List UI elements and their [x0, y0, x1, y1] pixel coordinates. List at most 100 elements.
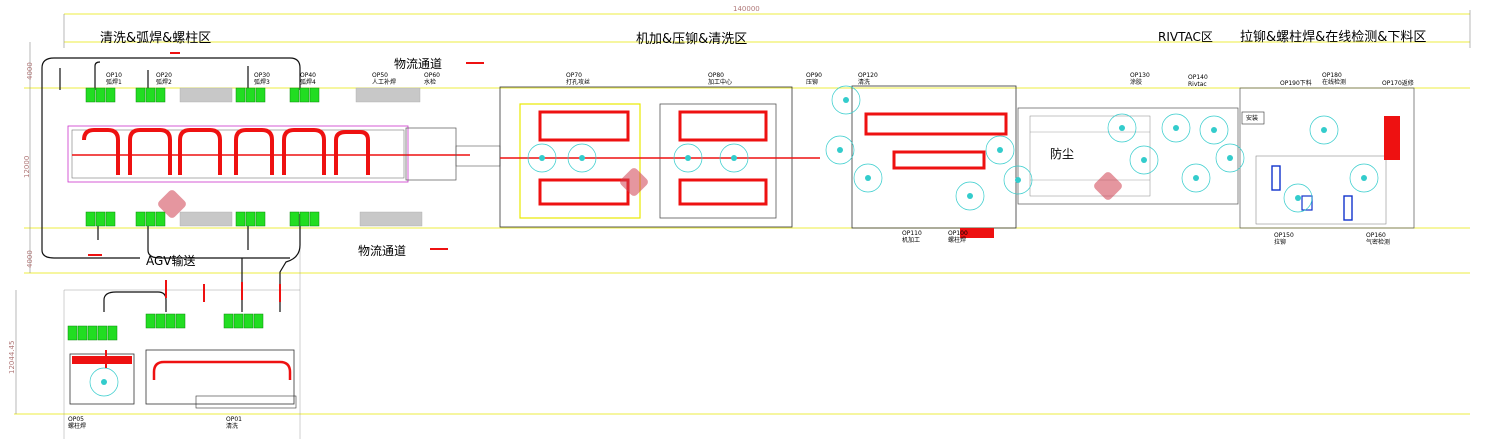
watermark-group: [158, 168, 1122, 218]
robot-base: [1361, 175, 1367, 181]
dim-seg-a: 4000: [26, 62, 34, 80]
final-area: [1239, 87, 1415, 229]
pallet-block: [253, 313, 264, 329]
pallet-block: [107, 325, 118, 341]
robot-reach-circle: [527, 143, 557, 173]
pallet-block: [245, 87, 256, 103]
robot-reach-circle: [1161, 113, 1191, 143]
pallet-group: [67, 87, 320, 341]
dust-label: 防尘: [1050, 147, 1075, 161]
robot-reach-circle: [89, 367, 119, 397]
robot-base: [539, 155, 545, 161]
pallet-block: [299, 211, 310, 227]
robot-reach-circle: [831, 85, 861, 115]
robot-base: [843, 97, 849, 103]
pallet-block: [223, 313, 234, 329]
robot-reach-circle: [1199, 115, 1229, 145]
buffer-block: [179, 87, 233, 103]
robot-base: [837, 147, 843, 153]
robot-reach-circle: [719, 143, 749, 173]
bottom-stations: [69, 349, 297, 409]
robot-base: [865, 175, 871, 181]
dim-left-height: 12000: [23, 155, 31, 178]
pallet-block: [155, 87, 166, 103]
pallet-block: [155, 313, 166, 329]
pallet-block: [299, 87, 310, 103]
robot-reach-circle: [955, 181, 985, 211]
pallet-block: [87, 325, 98, 341]
pallet-block: [289, 211, 300, 227]
watermark-logo: [1094, 172, 1122, 200]
dim-total-length: 140000: [733, 5, 760, 13]
flow-arrow: [466, 62, 484, 64]
pallet-block: [255, 87, 266, 103]
robot-base: [685, 155, 691, 161]
watermark-logo: [620, 168, 648, 196]
robot-base: [1227, 155, 1233, 161]
guide-lines: [14, 10, 1471, 439]
pallet-block: [77, 325, 88, 341]
zone-title-1: 清洗&弧焊&螺柱区: [100, 31, 212, 46]
pallet-block: [309, 211, 320, 227]
robot-reach-circle: [985, 135, 1015, 165]
robot-reach-circle: [1309, 115, 1339, 145]
pallet-block: [97, 325, 108, 341]
robot-reach-circle: [825, 135, 855, 165]
robot-reach-circle: [1215, 143, 1245, 173]
pallet-block: [243, 313, 254, 329]
pallet-block: [175, 313, 186, 329]
pallet-block: [85, 211, 96, 227]
robot-reach-circle: [1003, 165, 1033, 195]
pallet-block: [95, 211, 106, 227]
logistics-label-top: 物流通道: [394, 57, 443, 71]
pallet-block: [145, 211, 156, 227]
pallet-block: [135, 211, 146, 227]
buffer-block: [179, 211, 233, 227]
zone-title-3: RIVTAC区: [1158, 30, 1213, 44]
robot-base: [1193, 175, 1199, 181]
arrow-group: [88, 52, 484, 368]
robot-base: [101, 379, 107, 385]
robot-reach-circle: [673, 143, 703, 173]
pallet-block: [135, 87, 146, 103]
robot-base: [1173, 125, 1179, 131]
pallet-block: [235, 211, 246, 227]
pallet-block: [105, 211, 116, 227]
watermark-logo: [158, 190, 186, 218]
zone-title-2: 机加&压铆&清洗区: [636, 32, 748, 47]
robot-reach-circle: [1107, 113, 1137, 143]
exit-label: 安装: [1246, 115, 1259, 122]
robot-base: [997, 147, 1003, 153]
pallet-block: [67, 325, 78, 341]
robot-reach-circle: [567, 143, 597, 173]
agv-label: AGV输送: [146, 254, 196, 268]
robot-base: [1321, 127, 1327, 133]
pallet-block: [95, 87, 106, 103]
flow-arrow: [170, 52, 180, 54]
robot-base: [1015, 177, 1021, 183]
robot-reach-circle: [1283, 183, 1313, 213]
flow-arrow: [88, 254, 102, 256]
dust-room: [1017, 107, 1239, 205]
robot-group: [89, 85, 1379, 397]
welding-line: [67, 125, 501, 183]
dim-seg-b: 4000: [26, 250, 34, 268]
